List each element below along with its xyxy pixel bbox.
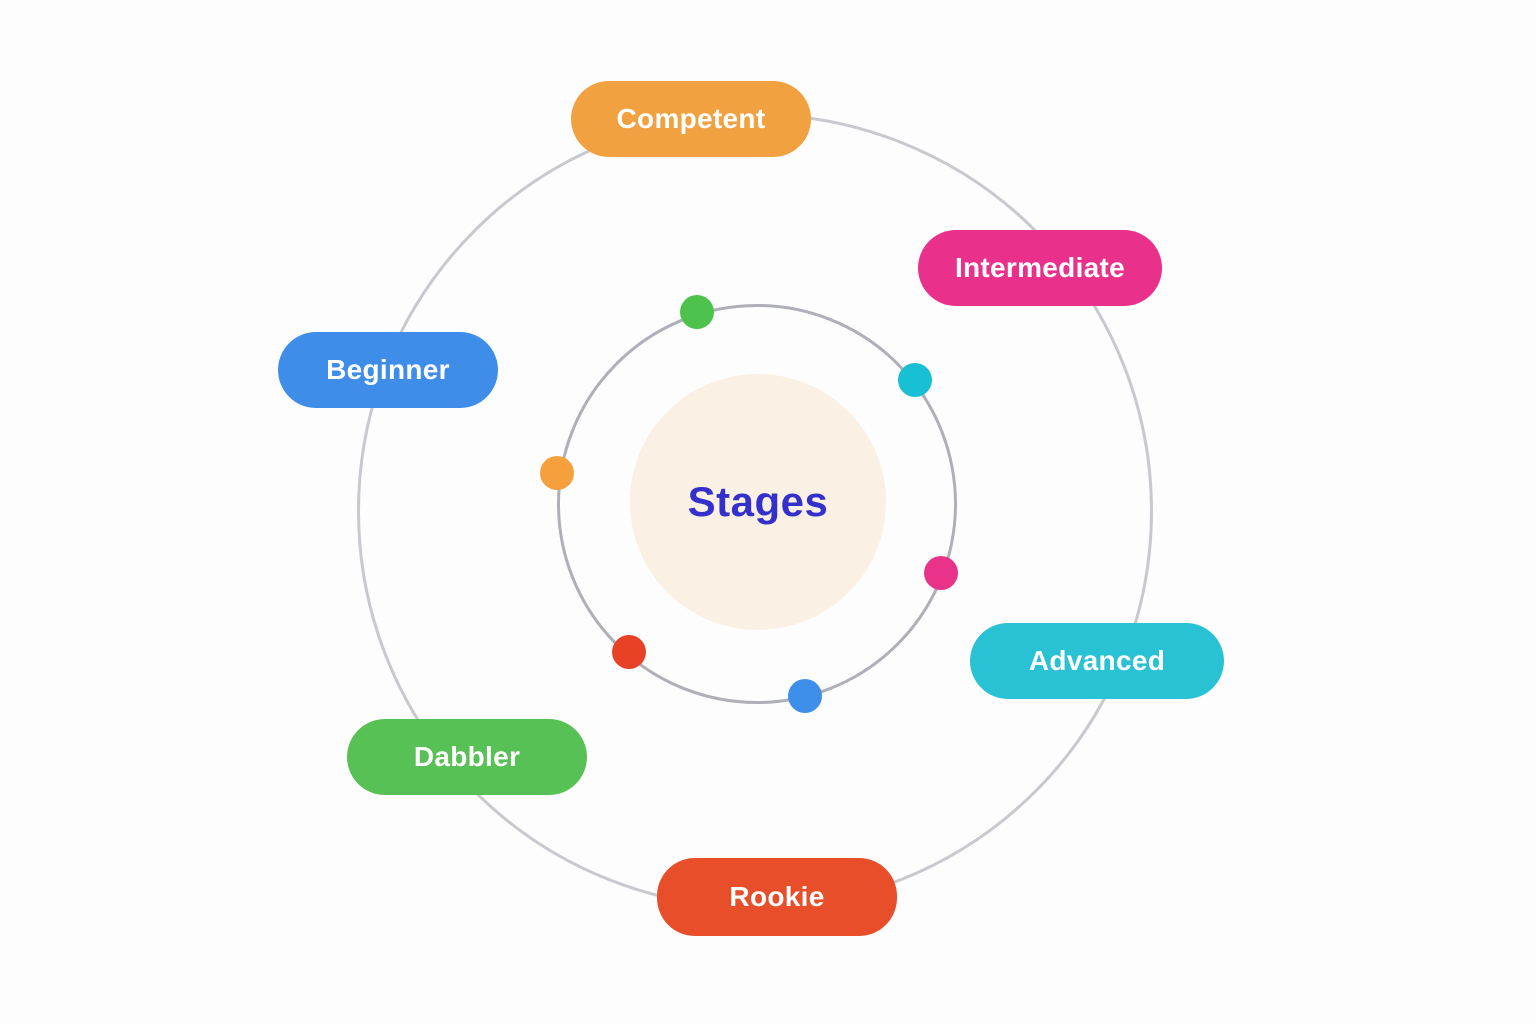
stage-pill-competent: Competent: [571, 81, 811, 157]
stage-pill-beginner: Beginner: [278, 332, 498, 408]
center-circle: Stages: [630, 374, 886, 630]
stage-pill-intermediate: Intermediate: [918, 230, 1162, 306]
stage-label-dabbler: Dabbler: [413, 741, 521, 772]
dot-intermediate: [924, 556, 958, 590]
stage-pill-advanced: Advanced: [970, 623, 1224, 699]
stage-pill-dabbler: Dabbler: [347, 719, 587, 795]
inner-orbit-ring: [557, 304, 957, 704]
stage-label-intermediate: Intermediate: [954, 252, 1126, 283]
dot-rookie: [612, 635, 646, 669]
diagram-title: Stages: [687, 478, 829, 525]
stage-label-rookie: Rookie: [729, 881, 825, 912]
stage-label-beginner: Beginner: [326, 354, 450, 385]
dot-beginner: [788, 679, 822, 713]
dot-competent: [540, 456, 574, 490]
stage-label-competent: Competent: [616, 103, 766, 134]
dot-dabbler: [680, 295, 714, 329]
dot-advanced: [898, 363, 932, 397]
stage-pill-rookie: Rookie: [657, 858, 897, 936]
stage-label-advanced: Advanced: [1028, 645, 1166, 676]
